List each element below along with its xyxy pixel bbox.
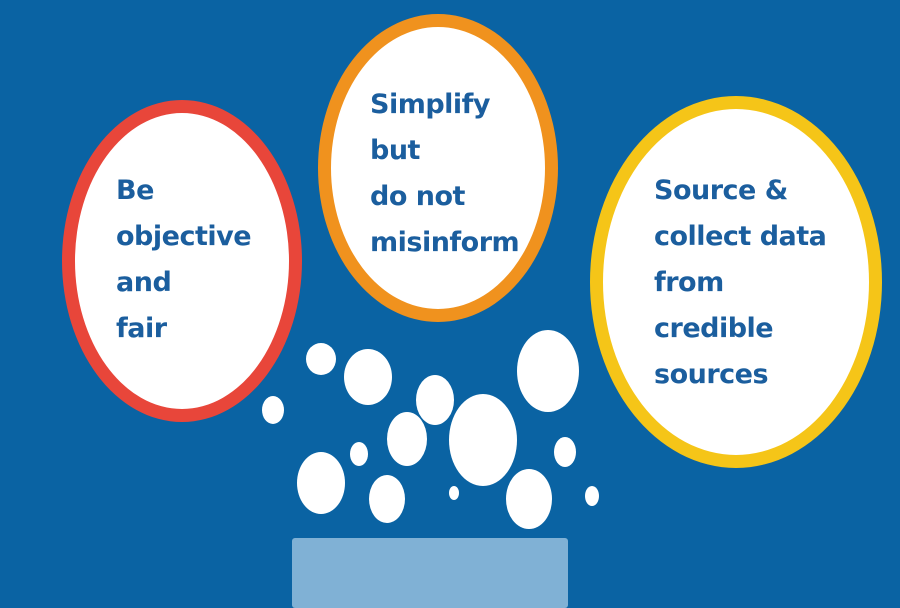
- text-line: Simplify: [370, 89, 491, 120]
- bubble: [449, 486, 459, 500]
- text-line: sources: [654, 359, 769, 390]
- bubble: [306, 343, 336, 375]
- bubble: [350, 442, 368, 466]
- bubble: [585, 486, 599, 506]
- bubble: [517, 330, 579, 412]
- bubble: [344, 349, 392, 405]
- bubble: [297, 452, 345, 514]
- text-line: do not: [370, 181, 465, 212]
- bubble: [506, 469, 552, 529]
- text-line: and: [116, 267, 172, 298]
- text-line: but: [370, 135, 420, 166]
- text-line: from: [654, 267, 724, 298]
- principle-text-simplify: Simplify but do not misinform: [370, 82, 520, 266]
- text-line: Be: [116, 175, 154, 206]
- bubble: [387, 412, 427, 466]
- principle-text-objective: Be objective and fair: [116, 168, 252, 352]
- bubble: [416, 375, 454, 425]
- text-line: credible: [654, 313, 774, 344]
- text-line: fair: [116, 313, 167, 344]
- text-line: collect data: [654, 221, 827, 252]
- bubble: [262, 396, 284, 424]
- text-line: misinform: [370, 227, 520, 258]
- container-base: [292, 538, 568, 608]
- text-line: Source &: [654, 175, 788, 206]
- bubble: [554, 437, 576, 467]
- bubble: [449, 394, 517, 486]
- principle-text-source: Source & collect data from credible sour…: [654, 168, 827, 398]
- bubble: [369, 475, 405, 523]
- text-line: objective: [116, 221, 252, 252]
